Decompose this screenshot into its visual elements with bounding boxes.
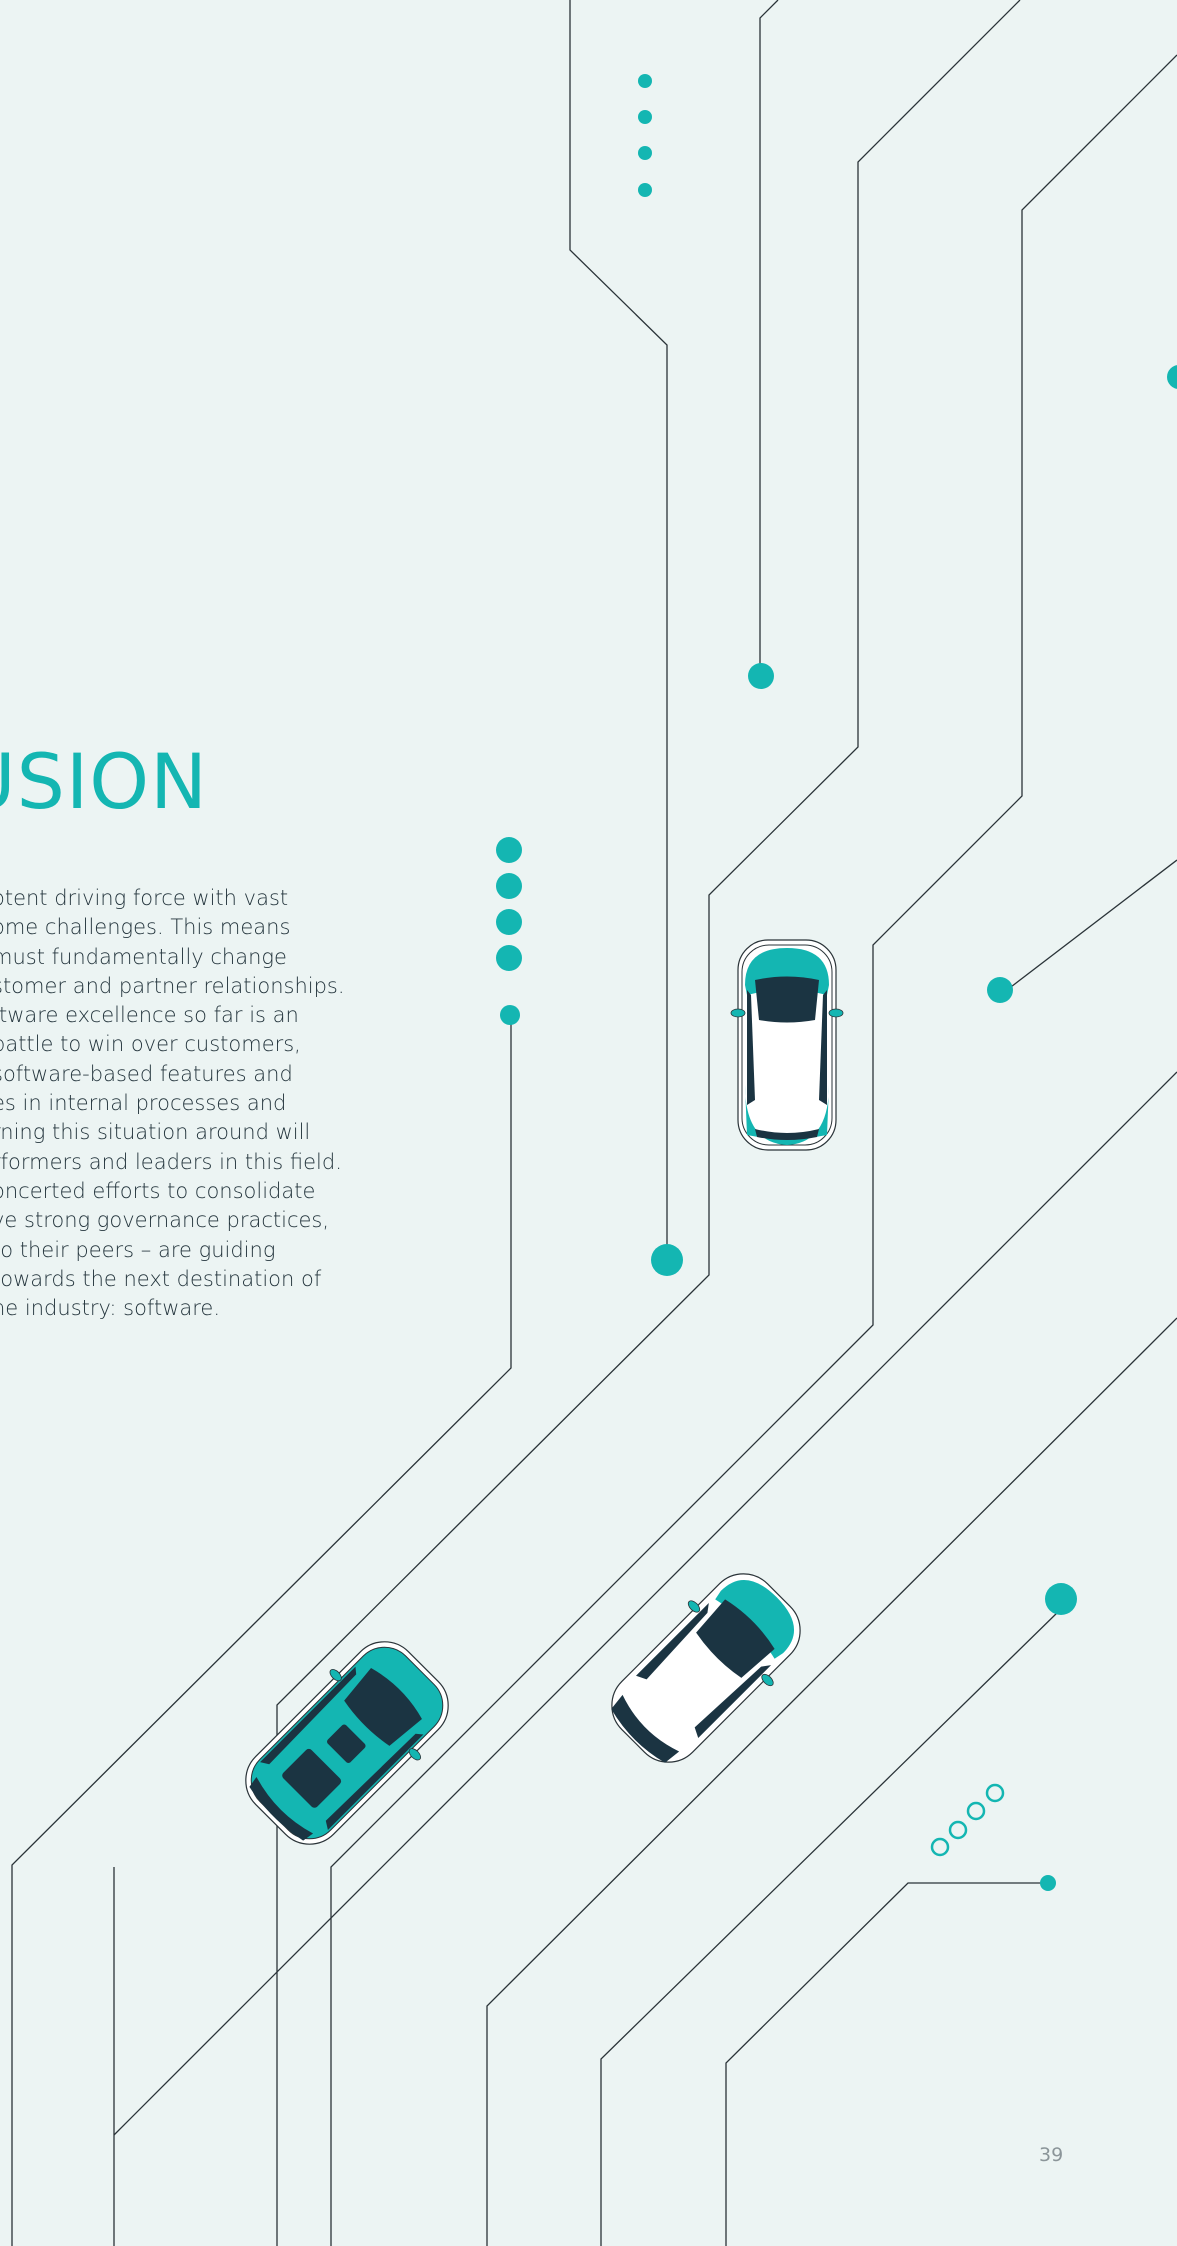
car-top-view-icon xyxy=(730,939,844,1151)
circuit-dot xyxy=(651,1244,683,1276)
body-line: battle to win over customers, xyxy=(0,1032,301,1057)
section-title: USION xyxy=(0,737,208,826)
circuit-line xyxy=(276,0,1021,2246)
hollow-dot xyxy=(948,1820,968,1840)
body-line: towards the next destination of xyxy=(0,1266,322,1291)
body-line: ftware excellence so far is an xyxy=(0,1003,299,1028)
circuit-dot xyxy=(496,909,522,935)
hollow-dot xyxy=(966,1801,986,1821)
circuit-dot xyxy=(500,1005,520,1025)
circuit-line xyxy=(11,1015,512,2246)
car-top-view-icon xyxy=(245,1641,449,1845)
body-line: rformers and leaders in this field. xyxy=(0,1149,342,1174)
body-line: otent driving force with vast xyxy=(0,886,289,910)
page-number: 39 xyxy=(1039,2144,1064,2166)
circuit-dot xyxy=(496,873,522,899)
circuit-line xyxy=(486,1317,1177,2246)
circuit-dot xyxy=(638,74,652,88)
circuit-dot xyxy=(496,837,522,863)
body-line: oncerted efforts to consolidate xyxy=(0,1178,316,1203)
circuit-line xyxy=(569,0,668,1262)
body-line: rning this situation around will xyxy=(0,1120,311,1145)
hollow-dot xyxy=(985,1783,1005,1803)
body-line: to their peers – are guiding xyxy=(0,1237,276,1262)
circuit-line xyxy=(113,1071,1177,2136)
circuit-dot xyxy=(1045,1583,1077,1615)
circuit-line xyxy=(1006,859,1177,991)
body-line: software-based features and xyxy=(0,1061,293,1086)
body-line: es in internal processes and xyxy=(0,1091,287,1116)
body-line: stomer and partner relationships. xyxy=(0,973,345,998)
body-line: he industry: software. xyxy=(0,1296,221,1321)
body-paragraph: otent driving force with vast ome challe… xyxy=(0,884,364,1323)
circuit-line xyxy=(725,1882,1048,2246)
car-top-view-icon xyxy=(611,1573,801,1763)
circuit-dot xyxy=(496,945,522,971)
circuit-dot xyxy=(748,663,774,689)
circuit-line xyxy=(330,54,1177,2246)
body-line: ve strong governance practices, xyxy=(0,1208,330,1233)
circuit-dot xyxy=(1167,365,1177,389)
circuit-dot xyxy=(638,183,652,197)
body-line: ome challenges. This means xyxy=(0,915,291,940)
circuit-dot xyxy=(1040,1875,1056,1891)
circuit-line xyxy=(600,1609,1061,2246)
hollow-dot xyxy=(930,1837,950,1857)
body-line: must fundamentally change xyxy=(0,944,287,969)
circuit-line xyxy=(759,0,779,677)
circuit-dot xyxy=(987,977,1013,1003)
circuit-dot xyxy=(638,110,652,124)
circuit-dot xyxy=(638,146,652,160)
